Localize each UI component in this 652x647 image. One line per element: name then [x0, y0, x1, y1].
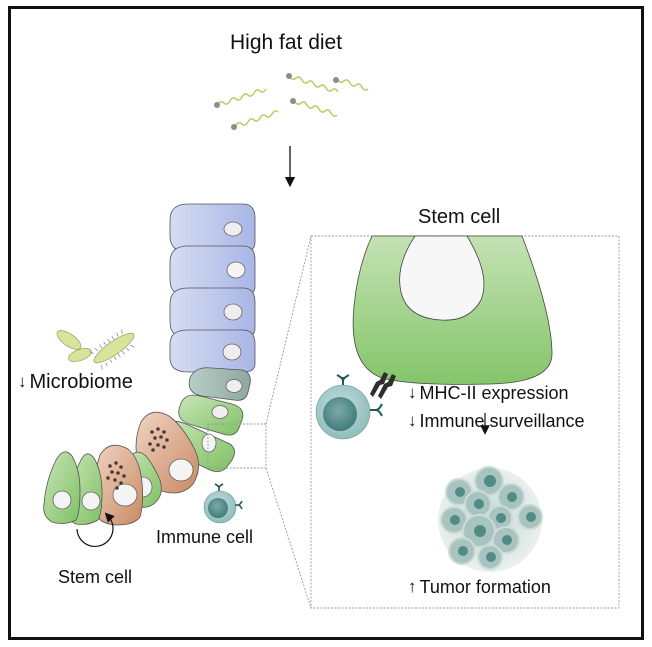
- tumor-label: ↑Tumor formation: [408, 578, 551, 596]
- inset-stem-cell: [352, 235, 553, 385]
- fatty-acid-5: [290, 98, 338, 117]
- bacteria: [56, 329, 135, 370]
- down-arrow-icon: ↓: [408, 411, 417, 430]
- inset-title: Stem cell: [418, 206, 501, 228]
- down-arrow-icon: ↓: [18, 372, 27, 391]
- bacterium-2: [68, 348, 92, 362]
- tumor-cell-nucleus: [507, 492, 517, 502]
- tumor-cell-nucleus: [496, 513, 506, 523]
- villus-cells: [169, 203, 256, 373]
- immune-cell-small: [203, 483, 243, 524]
- tumor-cell-nucleus: [474, 499, 484, 509]
- tumor-cell-nucleus: [474, 525, 486, 537]
- crypt-base-cells: [43, 411, 199, 526]
- immune-cell-large: [315, 374, 383, 440]
- microbiome-label: ↓Microbiome: [18, 372, 133, 392]
- tumor-cell-nucleus: [458, 546, 468, 556]
- tumor-cell-nucleus: [486, 552, 496, 562]
- surveillance-label: ↓Immune surveillance: [408, 412, 585, 430]
- fatty-acid-molecules: [214, 73, 369, 130]
- tumor-cell-nucleus: [484, 475, 496, 487]
- mhc-text: MHC-II expression: [419, 383, 569, 403]
- tumor-cell-nucleus: [526, 512, 536, 522]
- self-renewal-arrow: [76, 512, 115, 548]
- fatty-acid-3: [333, 77, 369, 91]
- microbiome-text: Microbiome: [29, 371, 133, 393]
- fatty-acid-2: [286, 73, 339, 93]
- tumor-cell-nucleus: [450, 515, 460, 525]
- flagellated-bacterium: [89, 329, 135, 370]
- stem-cell-nucleus: [399, 235, 485, 321]
- down-arrow-icon: ↓: [408, 383, 417, 402]
- paneth-granules-2: [106, 461, 126, 490]
- zoom-region: [207, 423, 267, 469]
- paneth-granules-1: [148, 427, 169, 452]
- surveillance-text: Immune surveillance: [419, 411, 585, 431]
- tumor-cell-nucleus: [502, 535, 512, 545]
- figure-frame: [8, 6, 644, 640]
- tumor-cluster: [438, 466, 543, 572]
- stem-cell-crypt-1: [43, 451, 81, 524]
- up-arrow-icon: ↑: [408, 577, 417, 596]
- fatty-acid-1: [214, 88, 267, 108]
- title: High fat diet: [230, 31, 343, 54]
- villus-cell-4: [169, 329, 256, 373]
- tumor-cell-nucleus: [455, 487, 465, 497]
- immune-cell-label: Immune cell: [156, 527, 254, 547]
- stem-cell-label: Stem cell: [58, 567, 133, 587]
- mhc-ii-molecules: [370, 372, 396, 399]
- mhc-label: ↓MHC-II expression: [408, 384, 569, 402]
- bacterium-1: [56, 330, 82, 350]
- fatty-acid-4: [231, 110, 279, 130]
- tumor-text: Tumor formation: [419, 577, 551, 597]
